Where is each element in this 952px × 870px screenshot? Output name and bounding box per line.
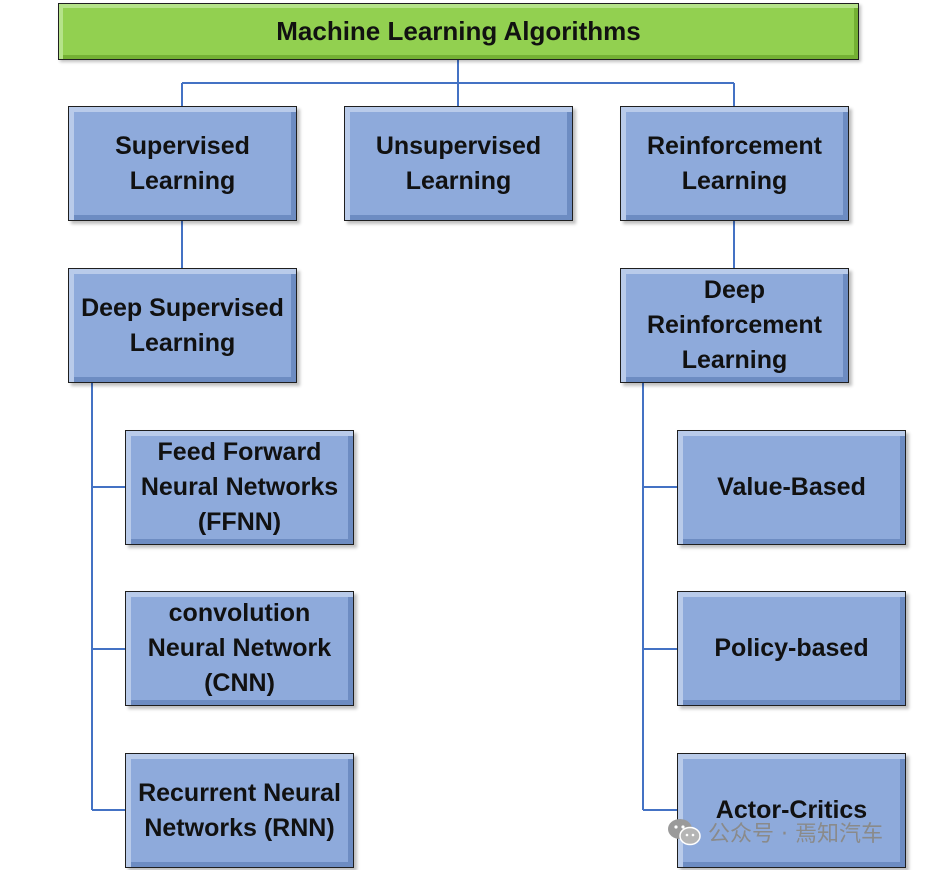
wechat-icon	[666, 817, 702, 847]
watermark-text: 公众号 · 焉知汽车	[708, 822, 883, 847]
node-ffnn: Feed Forward Neural Networks (FFNN)	[125, 430, 354, 545]
node-unsupervised-learning: Unsupervised Learning	[344, 106, 573, 221]
node-value-based: Value-Based	[677, 430, 906, 545]
node-deep-reinforcement-learning: Deep Reinforcement Learning	[620, 268, 849, 383]
node-actor-critics: Actor-Critics	[677, 753, 906, 868]
node-reinforcement-learning: Reinforcement Learning	[620, 106, 849, 221]
root-node-machine-learning-algorithms: Machine Learning Algorithms	[58, 3, 859, 60]
node-policy-based: Policy-based	[677, 591, 906, 706]
node-supervised-learning: Supervised Learning	[68, 106, 297, 221]
node-cnn: convolution Neural Network (CNN)	[125, 591, 354, 706]
node-deep-supervised-learning: Deep Supervised Learning	[68, 268, 297, 383]
node-rnn: Recurrent Neural Networks (RNN)	[125, 753, 354, 868]
watermark: 公众号 · 焉知汽车	[666, 814, 883, 850]
